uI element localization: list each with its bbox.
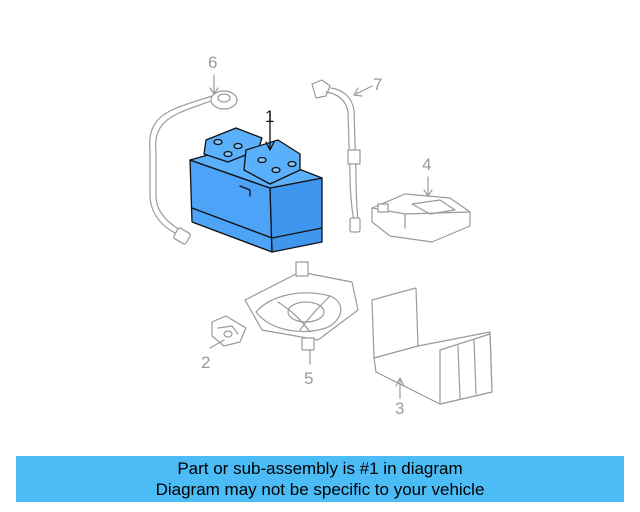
part-4-module	[371, 176, 471, 243]
banner-line-1: Part or sub-assembly is #1 in diagram	[177, 459, 463, 478]
callout-2: 2	[201, 353, 210, 372]
banner-line-2: Diagram may not be specific to your vehi…	[155, 480, 485, 499]
part-1-battery	[189, 121, 323, 253]
callout-5: 5	[304, 369, 313, 388]
callout-labels: 1 2 3 4 5 6 7	[201, 53, 431, 418]
callout-6: 6	[208, 53, 217, 72]
part-2-bracket	[209, 315, 247, 349]
info-banner: Part or sub-assembly is #1 in diagram Di…	[16, 456, 624, 502]
part-3-box	[371, 287, 493, 405]
part-5-tray	[244, 261, 359, 365]
parts-diagram: 1 2 3 4 5 6 7	[149, 53, 493, 418]
part-6-cable	[149, 74, 238, 245]
callout-1: 1	[265, 107, 274, 126]
battery-side	[269, 177, 323, 253]
callout-4: 4	[422, 155, 431, 174]
callout-7: 7	[373, 75, 382, 94]
callout-3: 3	[395, 399, 404, 418]
part-7-cable	[311, 79, 373, 233]
